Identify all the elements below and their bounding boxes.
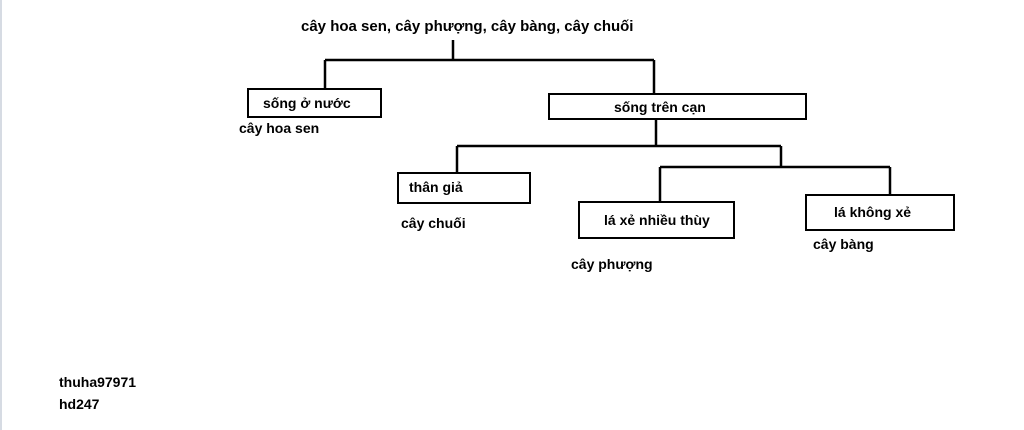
box-la-khong-xe: lá không xẻ [805,194,955,231]
box-la-khong-xe-title: lá không xẻ [834,204,912,220]
example-cay-phuong: cây phượng [571,256,653,272]
box-song-tren-can-title: sống trên cạn [614,98,706,115]
box-la-xe-nhieu-thuy: lá xẻ nhiều thùy [578,201,735,239]
box-than-gia-title: thân giả [409,179,463,195]
credit-username: thuha97971 [59,374,137,390]
credit-site: hd247 [59,396,100,412]
example-cay-chuoi: cây chuối [401,215,466,231]
window-edge [0,0,2,430]
box-song-o-nuoc: sống ở nước [247,88,382,118]
box-song-o-nuoc-title: sống ở nước [263,95,351,111]
root-label: cây hoa sen, cây phượng, cây bàng, cây c… [301,18,634,35]
box-la-xe-nhieu-thuy-title: lá xẻ nhiều thùy [604,212,710,228]
example-cay-bang: cây bàng [813,236,874,252]
box-than-gia: thân giả [397,172,531,204]
example-cay-hoa-sen: cây hoa sen [239,120,320,136]
box-song-tren-can: sống trên cạn [548,93,807,120]
